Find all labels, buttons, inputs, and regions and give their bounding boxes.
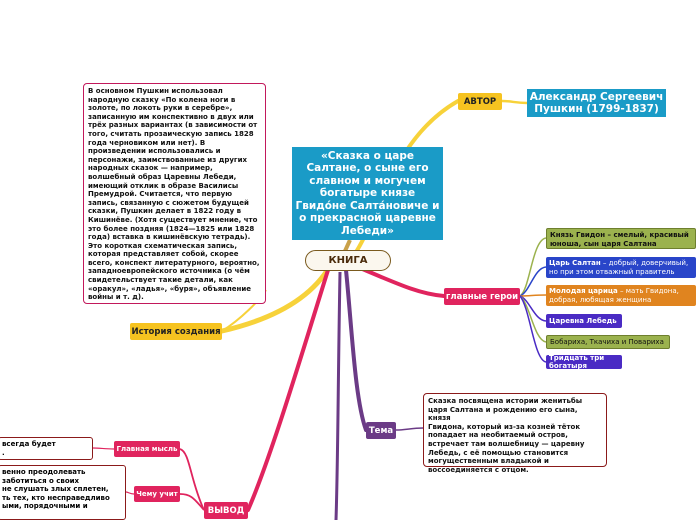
teaches-label[interactable]: Чему учит: [134, 486, 180, 502]
theme-line: Лебедь, с её помощью становится: [428, 448, 569, 457]
hero-swan-princess[interactable]: Царевна Лебедь: [546, 314, 622, 328]
theme-line: попадает на необитаемый остров,: [428, 431, 568, 440]
hero-name: Князь Гвидон – смелый, красивый юноша, с…: [550, 231, 689, 248]
hero-gvidon[interactable]: Князь Гвидон – смелый, красивый юноша, с…: [546, 228, 696, 249]
branch-theme-text: [395, 427, 424, 431]
branch-history: [219, 263, 333, 334]
teaches-line: ыми, порядочными и: [2, 502, 88, 510]
hero-name: Царевна Лебедь: [549, 316, 617, 325]
hero-desc: – мать Гвидона, добрая, любящая женщина: [549, 287, 679, 304]
hero-tsaritsa[interactable]: Молодая царица – мать Гвидона, добрая, л…: [546, 285, 696, 306]
branch-conclusion: [246, 268, 330, 512]
branch-main-idea-text: [92, 447, 115, 450]
teaches-line: не слушать злых сплетен,: [2, 485, 109, 493]
author-label[interactable]: АВТОР: [458, 93, 502, 110]
hero-name: Тридцать три богатыря: [549, 353, 605, 371]
hero-bogatyrs[interactable]: Тридцать три богатыря: [546, 353, 622, 371]
author-name[interactable]: Александр Сергеевич Пушкин (1799-1837): [527, 89, 666, 117]
branch-hero-1: [519, 237, 547, 297]
main-idea-label[interactable]: Главная мысль: [114, 441, 180, 457]
hero-aunts[interactable]: Бобариха, Ткачиха и Повариха: [546, 335, 670, 349]
book-title[interactable]: «Сказка о царе Салтане, о сыне его славн…: [292, 147, 443, 240]
history-label[interactable]: История создания: [130, 323, 222, 340]
theme-line: царя Салтана и рождению его сына, князя: [428, 405, 578, 423]
theme-label[interactable]: Тема: [366, 422, 396, 439]
hero-desc: – добрый, доверчивый, но при этом отважн…: [549, 259, 689, 276]
main-idea-text: всегда будет .: [0, 437, 93, 460]
theme-line: воссоединяется с отцом.: [428, 465, 529, 474]
teaches-line: заботиться о своих: [2, 476, 80, 485]
branch-hero-3: [519, 294, 547, 297]
conclusion-label[interactable]: ВЫВОД: [204, 502, 248, 519]
teaches-text: венно преодолевать заботиться о своих не…: [0, 465, 126, 520]
hero-name: Царь Салтан: [549, 259, 601, 267]
hero-name: Бобариха, Ткачиха и Повариха: [550, 337, 664, 346]
teaches-line: ть тех, кто несправедливо: [2, 493, 110, 502]
history-text: В основном Пушкин использовал народную с…: [83, 83, 266, 304]
hero-saltan[interactable]: Царь Салтан – добрый, доверчивый, но при…: [546, 257, 696, 278]
branch-hero-2: [519, 266, 547, 297]
branch-teaches-text: [125, 491, 135, 495]
branch-teaches: [179, 493, 205, 511]
branch-heroes: [358, 266, 446, 298]
branch-main-idea: [179, 448, 205, 511]
theme-line: Сказка посвящена истории женитьбы: [428, 397, 583, 405]
branch-extra-purple: [334, 271, 342, 520]
heroes-label[interactable]: главные герои: [444, 288, 520, 305]
theme-line: Гвидона, который из-за козней тёток: [428, 422, 581, 431]
main-idea-line: всегда будет: [2, 440, 56, 448]
theme-text: Сказка посвящена истории женитьбы царя С…: [423, 393, 607, 474]
branch-hero-6: [519, 295, 547, 363]
theme-line: встречает там волшебницу — царевну: [428, 439, 585, 448]
main-idea-line: .: [2, 448, 5, 457]
branch-author-name: [501, 99, 528, 105]
theme-line: могущественным владыкой и: [428, 457, 549, 466]
teaches-line: венно преодолевать: [2, 468, 86, 476]
hero-name: Молодая царица: [549, 287, 618, 295]
center-node[interactable]: КНИГА: [305, 250, 391, 271]
branch-theme: [344, 268, 368, 432]
